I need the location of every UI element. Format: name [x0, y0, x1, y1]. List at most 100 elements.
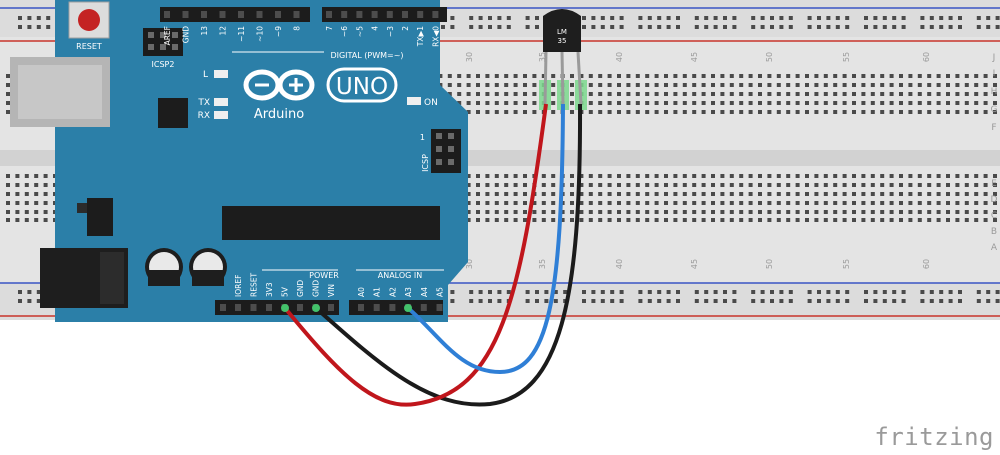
analog-header	[349, 300, 443, 315]
breadboard-hole	[852, 101, 856, 105]
breadboard-hole	[504, 101, 509, 105]
header-hole	[238, 11, 244, 18]
breadboard-hole	[974, 201, 979, 205]
breadboard-hole	[570, 201, 574, 205]
breadboard-hole	[936, 183, 941, 187]
sensor-label-line1: LM	[557, 28, 567, 36]
breadboard-hole	[532, 101, 537, 105]
breadboard-hole	[861, 92, 866, 96]
breadboard-hole	[758, 174, 762, 178]
breadboard-hole	[701, 74, 706, 78]
breadboard-hole	[767, 83, 772, 87]
reset-button[interactable]	[68, 1, 110, 39]
breadboard-hole	[626, 183, 631, 187]
breadboard-hole	[748, 201, 753, 205]
breadboard-hole	[974, 192, 979, 196]
rail-hole	[760, 16, 765, 20]
rail-hole	[638, 299, 643, 303]
breadboard-hole	[551, 74, 556, 78]
lm35-sensor[interactable]: LM 35	[543, 9, 583, 105]
breadboard-hole	[748, 210, 753, 214]
breadboard-hole	[936, 174, 941, 178]
header-hole	[293, 11, 300, 18]
row-letter: A	[991, 243, 998, 253]
breadboard-hole	[513, 210, 518, 214]
breadboard-hole	[936, 74, 941, 78]
breadboard-hole	[842, 183, 847, 187]
breadboard-hole	[682, 183, 687, 187]
breadboard-hole	[485, 83, 490, 87]
breadboard-hole	[927, 201, 932, 205]
rail-hole	[986, 16, 991, 20]
breadboard-hole	[466, 218, 471, 222]
breadboard-hole	[927, 83, 932, 87]
breadboard-hole	[494, 218, 499, 222]
breadboard-hole	[466, 83, 471, 87]
breadboard-hole	[927, 110, 932, 114]
breadboard-hole	[776, 83, 781, 87]
breadboard-hole	[983, 218, 988, 222]
breadboard-hole	[814, 110, 819, 114]
breadboard-hole	[739, 210, 744, 214]
breadboard-hole	[917, 83, 922, 87]
breadboard-hole	[767, 174, 772, 178]
breadboard-hole	[983, 192, 988, 196]
breadboard-hole	[494, 192, 499, 196]
signal-wire[interactable]	[406, 103, 565, 375]
rail-hole	[976, 16, 981, 20]
rail-hole	[27, 299, 32, 303]
rail-hole	[826, 16, 831, 20]
breadboard-hole	[786, 174, 791, 178]
breadboard-hole	[523, 74, 527, 78]
rail-hole	[817, 299, 821, 303]
power-pin-label: GND	[312, 280, 321, 297]
5v-wire[interactable]	[283, 103, 548, 407]
row-letter: E	[991, 179, 997, 189]
rail-hole	[920, 25, 925, 29]
breadboard-hole	[889, 92, 894, 96]
breadboard-hole	[993, 201, 997, 205]
breadboard-hole	[795, 110, 800, 114]
rail-hole	[18, 290, 22, 294]
breadboard-hole	[673, 101, 678, 105]
rail-hole	[939, 25, 944, 29]
breadboard-hole	[588, 201, 593, 205]
rail-hole	[958, 290, 962, 294]
led-tx	[214, 98, 228, 106]
breadboard-hole	[494, 210, 499, 214]
breadboard-hole	[814, 83, 819, 87]
rail-hole	[619, 25, 624, 29]
header-hole	[220, 304, 226, 311]
breadboard-hole	[711, 192, 715, 196]
breadboard-hole	[861, 110, 866, 114]
rail-hole	[704, 290, 709, 294]
breadboard-hole	[936, 92, 941, 96]
rail-hole	[939, 16, 944, 20]
breadboard-hole	[946, 174, 950, 178]
breadboard-hole	[466, 110, 471, 114]
breadboard-hole	[748, 218, 753, 222]
gnd-wire[interactable]	[314, 103, 583, 407]
breadboard-hole	[927, 92, 932, 96]
rail-hole	[958, 299, 962, 303]
breadboard-hole	[786, 210, 791, 214]
breadboard-hole	[654, 192, 659, 196]
breadboard-hole	[6, 74, 10, 78]
rail-hole	[506, 290, 511, 294]
breadboard-hole	[852, 92, 856, 96]
rail-hole	[901, 290, 906, 294]
breadboard-hole	[513, 74, 518, 78]
breadboard-hole	[993, 192, 997, 196]
breadboard-hole	[635, 210, 640, 214]
rail-hole	[732, 299, 737, 303]
breadboard-hole	[645, 218, 650, 222]
rail-hole	[591, 290, 596, 294]
breadboard-hole	[645, 192, 650, 196]
breadboard-hole	[588, 218, 593, 222]
breadboard-hole	[494, 201, 499, 205]
breadboard-hole	[983, 201, 988, 205]
breadboard-hole	[701, 210, 706, 214]
column-number: 55	[842, 259, 851, 269]
breadboard-hole	[729, 192, 734, 196]
breadboard-hole	[645, 174, 650, 178]
